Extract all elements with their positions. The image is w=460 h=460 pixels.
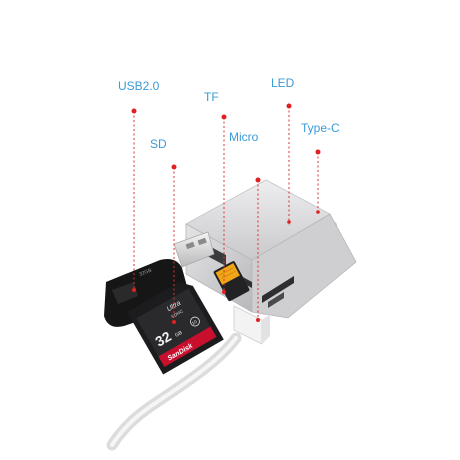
usb-drive-loop: [112, 282, 138, 304]
usb-plug-hole: [185, 241, 195, 250]
leader-micro-end: [256, 318, 260, 322]
usb-drive-capacity-label: 32GB: [139, 267, 154, 278]
sd-card: SanDisk Ultra SDHC 32 GB 10: [127, 282, 224, 375]
leader-led-end: [287, 220, 291, 224]
leader-usb-end: [132, 288, 136, 292]
sd-card-capacity: 32: [152, 328, 174, 350]
leader-typec-end: [316, 210, 320, 214]
sd-card-class-ring: [190, 316, 200, 327]
callout-micro: Micro: [229, 130, 259, 144]
callout-type-c: Type-C: [301, 121, 340, 135]
leader-tf-end: [222, 290, 226, 294]
sd-card-type: SDHC: [170, 308, 184, 319]
callout-sd: SD: [150, 137, 167, 151]
usb-plug-hole: [197, 237, 207, 246]
sd-slot: [262, 276, 294, 303]
leader-micro-dot: [255, 177, 261, 183]
leader-tf-dot: [221, 114, 227, 120]
callout-tf: TF: [204, 90, 219, 104]
leader-usb-dot: [131, 108, 137, 114]
callout-led: LED: [271, 76, 295, 90]
sd-card-class: 10: [191, 319, 198, 326]
leader-typec-dot: [315, 149, 321, 155]
leader-sd-dot: [171, 164, 177, 170]
callout-usb2: USB2.0: [118, 79, 160, 93]
usb-cable-highlight: [110, 336, 238, 447]
micro-usb-plug: [233, 305, 270, 345]
leader-led-dot: [286, 103, 292, 109]
callout-leaders: [131, 103, 321, 324]
sd-card-brand-band: [158, 326, 217, 367]
leader-sd-end: [172, 320, 176, 324]
tf-card: [213, 261, 250, 302]
sd-card-capacity-unit: GB: [174, 330, 184, 339]
micro-usb-port: [268, 292, 284, 308]
